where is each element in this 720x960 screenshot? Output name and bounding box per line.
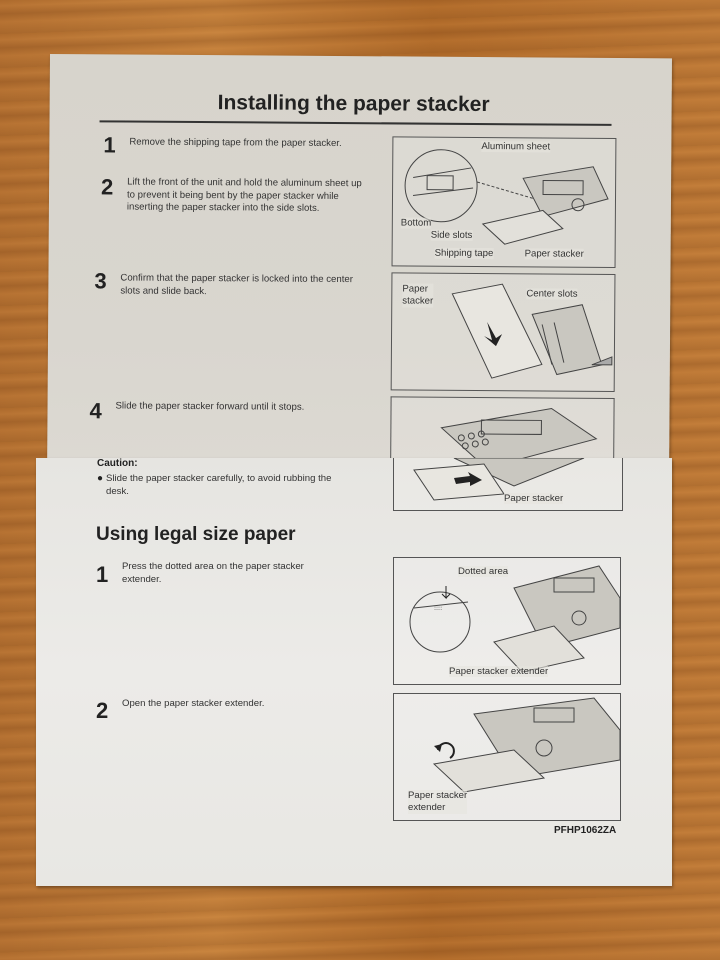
label-paper-stacker: Paper stacker — [524, 248, 584, 260]
figure-slide-stacker-top — [390, 396, 615, 469]
svg-text:::::: :::: — [434, 605, 442, 612]
figure-lock-stacker: Paper stacker Center slots — [390, 272, 616, 392]
label-dotted-area: Dotted area — [458, 566, 509, 577]
caution-heading: Caution: — [97, 458, 138, 469]
label-center-slots: Center slots — [526, 288, 578, 300]
title-underline — [99, 120, 612, 126]
bullet-icon: ● — [97, 473, 104, 484]
step-number-1: 1 — [103, 132, 116, 158]
caution-text: Slide the paper stacker carefully, to av… — [106, 473, 332, 497]
step-number-3: 3 — [94, 268, 107, 294]
figure-insert-stacker-drawing — [404, 149, 609, 245]
figure-insert-stacker: Aluminum sheet Bottom Side slots Shippin… — [391, 136, 617, 268]
manual-sheet-bottom-half: Paper stacker Caution: ● Slide the paper… — [36, 458, 672, 886]
label-bottom: Bottom — [400, 217, 432, 229]
label-shipping-tape: Shipping tape — [434, 247, 494, 260]
section-title-installing: Installing the paper stacker — [217, 91, 490, 117]
legal-step-number-1: 1 — [96, 562, 109, 587]
label-aluminum-sheet: Aluminum sheet — [481, 141, 551, 153]
figure-lock-stacker-drawing — [451, 283, 613, 379]
legal-step-number-2: 2 — [96, 698, 109, 723]
document-code: PFHP1062ZA — [554, 825, 617, 836]
legal-step-text-1: Press the dotted area on the paper stack… — [122, 561, 304, 585]
label-stacker-extender: Paper stacker extender — [449, 666, 549, 677]
step-text-3: Confirm that the paper stacker is locked… — [120, 272, 353, 297]
figure-open-extender-drawing — [432, 697, 620, 793]
figure-open-extender: Paper stacker extender — [393, 693, 621, 821]
section-title-legal: Using legal size paper — [96, 524, 296, 545]
label-stacker-extender-2: Paper stacker extender — [408, 790, 468, 814]
figure-slide-stacker-bottom-drawing — [413, 458, 585, 501]
label-paper-stacker-2: Paper stacker — [402, 283, 434, 308]
step-text-1: Remove the shipping tape from the paper … — [129, 136, 342, 150]
figure-dotted-area-drawing: :::: — [409, 565, 620, 673]
label-side-slots: Side slots — [430, 229, 473, 241]
manual-sheet-top-half: Installing the paper stacker 1 Remove th… — [47, 54, 672, 469]
label-paper-stacker-3: Paper stacker — [504, 493, 564, 504]
legal-step-text-2: Open the paper stacker extender. — [122, 698, 265, 709]
figure-dotted-area: :::: Dotted area Paper stacker extender — [393, 557, 621, 685]
step-number-4: 4 — [89, 398, 102, 424]
step-number-2: 2 — [100, 174, 114, 200]
step-text-4: Slide the paper stacker forward until it… — [115, 400, 305, 413]
figure-slide-stacker-top-drawing — [440, 407, 598, 469]
step-text-2: Lift the front of the unit and hold the … — [126, 176, 362, 214]
figure-slide-stacker-bottom: Paper stacker — [393, 458, 623, 511]
